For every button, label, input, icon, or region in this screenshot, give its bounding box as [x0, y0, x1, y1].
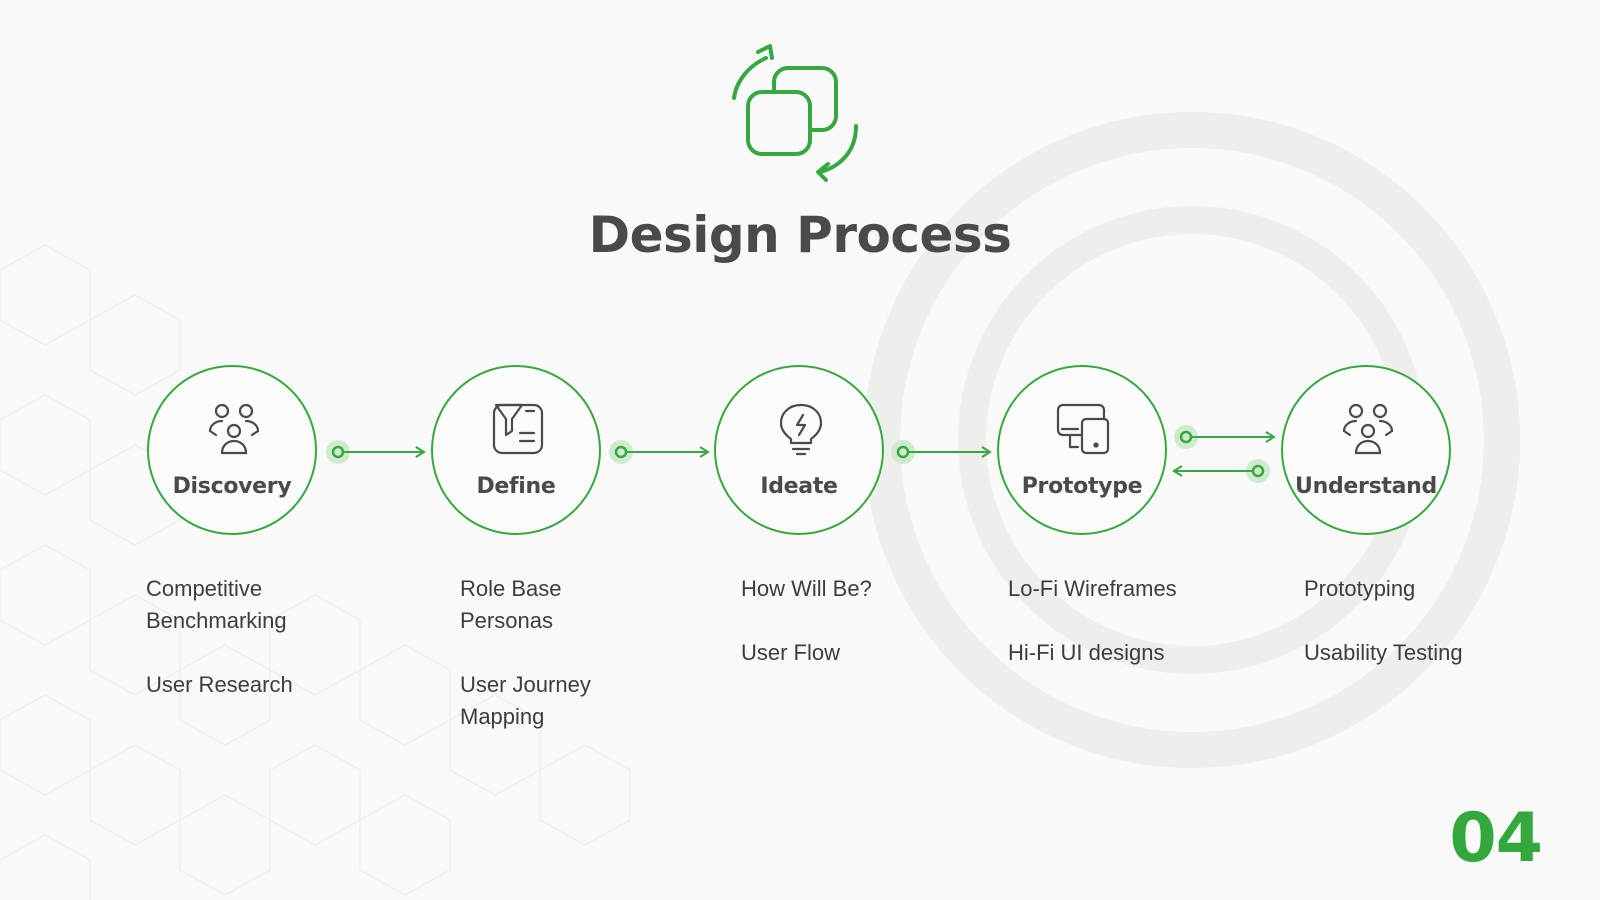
list-item: User Flow: [741, 640, 841, 665]
connector-define-ideate: [607, 438, 710, 466]
discovery-items: Competitive Benchmarking User Research: [146, 573, 386, 733]
process-logo-icon: [732, 44, 858, 182]
understand-items: Prototyping Usability Testing: [1304, 573, 1544, 701]
people-group-icon: [1342, 403, 1394, 455]
define-items: Role Base Personas User Journey Mapping: [460, 573, 700, 765]
page-title: Design Process: [588, 206, 1012, 264]
list-item: Role Base Personas: [460, 576, 562, 633]
step-ideate: Ideate: [714, 365, 884, 535]
list-item: Lo-Fi Wireframes: [1008, 576, 1177, 601]
list-item: User Journey Mapping: [460, 672, 591, 729]
ideate-items: How Will Be? User Flow: [741, 573, 981, 701]
list-item: Prototyping: [1304, 576, 1416, 601]
step-discovery: Discovery: [147, 365, 317, 535]
step-label: Understand: [1295, 474, 1437, 499]
list-item: How Will Be?: [741, 576, 872, 601]
people-group-icon: [208, 403, 260, 455]
step-label: Define: [476, 474, 556, 499]
connector-ideate-prototype: [889, 438, 992, 466]
step-prototype: Prototype: [997, 365, 1167, 535]
connector-discovery-define: [324, 438, 426, 466]
list-item: User Research: [146, 672, 293, 697]
funnel-list-icon: [492, 403, 544, 455]
hexagon-pattern: [0, 244, 631, 900]
devices-icon: [1056, 403, 1110, 455]
list-item: Hi-Fi UI designs: [1008, 640, 1165, 665]
step-understand: Understand: [1281, 365, 1451, 535]
step-label: Prototype: [1021, 474, 1143, 499]
step-label: Ideate: [760, 474, 838, 499]
connector-prototype-understand: [1172, 423, 1276, 485]
step-label: Discovery: [172, 474, 292, 499]
step-define: Define: [431, 365, 601, 535]
prototype-items: Lo-Fi Wireframes Hi-Fi UI designs: [1008, 573, 1248, 701]
list-item: Usability Testing: [1304, 640, 1463, 665]
lightbulb-icon: [779, 403, 823, 456]
list-item: Competitive Benchmarking: [146, 576, 287, 633]
page-number: 04: [1449, 799, 1543, 878]
